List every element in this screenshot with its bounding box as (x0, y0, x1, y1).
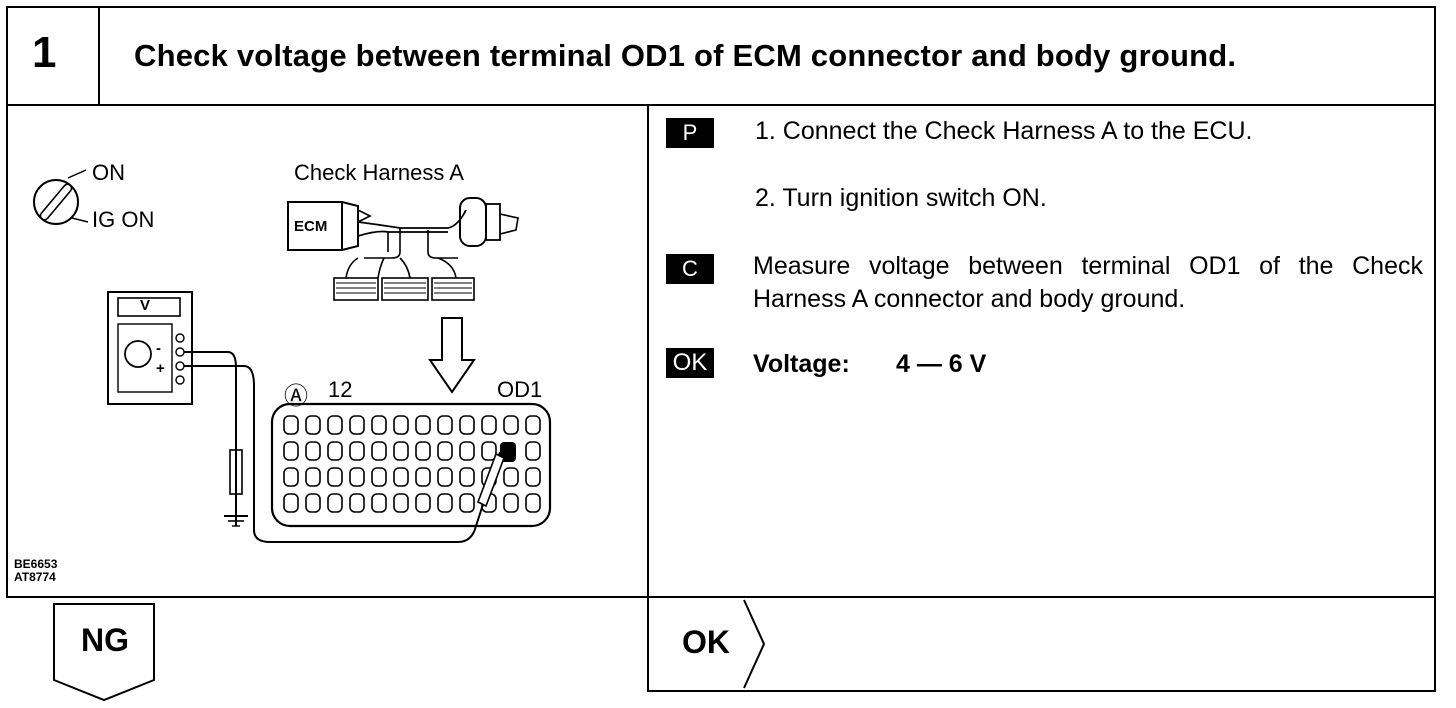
ground-probe-icon (224, 449, 248, 527)
ok-voltage-value: 4 — 6 V (896, 350, 987, 378)
illustration-code-2: AT8774 (14, 570, 56, 584)
ok-result-label: OK (682, 624, 730, 660)
connector-symbol: Ⓐ (284, 383, 308, 410)
meter-minus: - (156, 340, 161, 357)
meter-label: V (140, 297, 151, 314)
harness-label: Check Harness A (294, 160, 464, 185)
step-number-divider (98, 6, 100, 106)
ecm-connector-icon (270, 402, 552, 528)
check-text: Measure voltage between terminal OD1 of … (753, 252, 1423, 313)
terminal-label: OD1 (497, 377, 543, 402)
ecm-label: ECM (294, 218, 328, 235)
illustration-code-1: BE6653 (14, 557, 58, 571)
arrow-down-icon (428, 317, 476, 394)
ok-result-chevron (743, 599, 766, 689)
switch-ig-on-label: IG ON (92, 207, 155, 232)
voltmeter-icon (107, 291, 193, 405)
body-divider (647, 104, 649, 598)
procedure-tag: P (666, 118, 714, 148)
meter-plus: + (156, 360, 165, 377)
switch-on-label: ON (92, 160, 125, 185)
ng-result-shape (53, 603, 155, 702)
procedure-step-2: 2. Turn ignition switch ON. (755, 184, 1047, 212)
check-harness-icon (287, 197, 519, 301)
od1-terminal (500, 442, 516, 462)
step-number: 1 (32, 28, 57, 77)
ok-voltage-label: Voltage: (753, 350, 850, 378)
ignition-switch-icon (33, 169, 89, 225)
ok-result-box (647, 596, 1436, 692)
wiring-illustration (33, 169, 552, 543)
procedure-step-1: 1. Connect the Check Harness A to the EC… (755, 117, 1253, 145)
ng-result-label: NG (81, 622, 129, 658)
step-title: Check voltage between terminal OD1 of EC… (134, 38, 1237, 73)
check-tag: C (666, 254, 714, 284)
connector-pin: 12 (328, 377, 353, 402)
ok-tag: OK (666, 348, 714, 378)
